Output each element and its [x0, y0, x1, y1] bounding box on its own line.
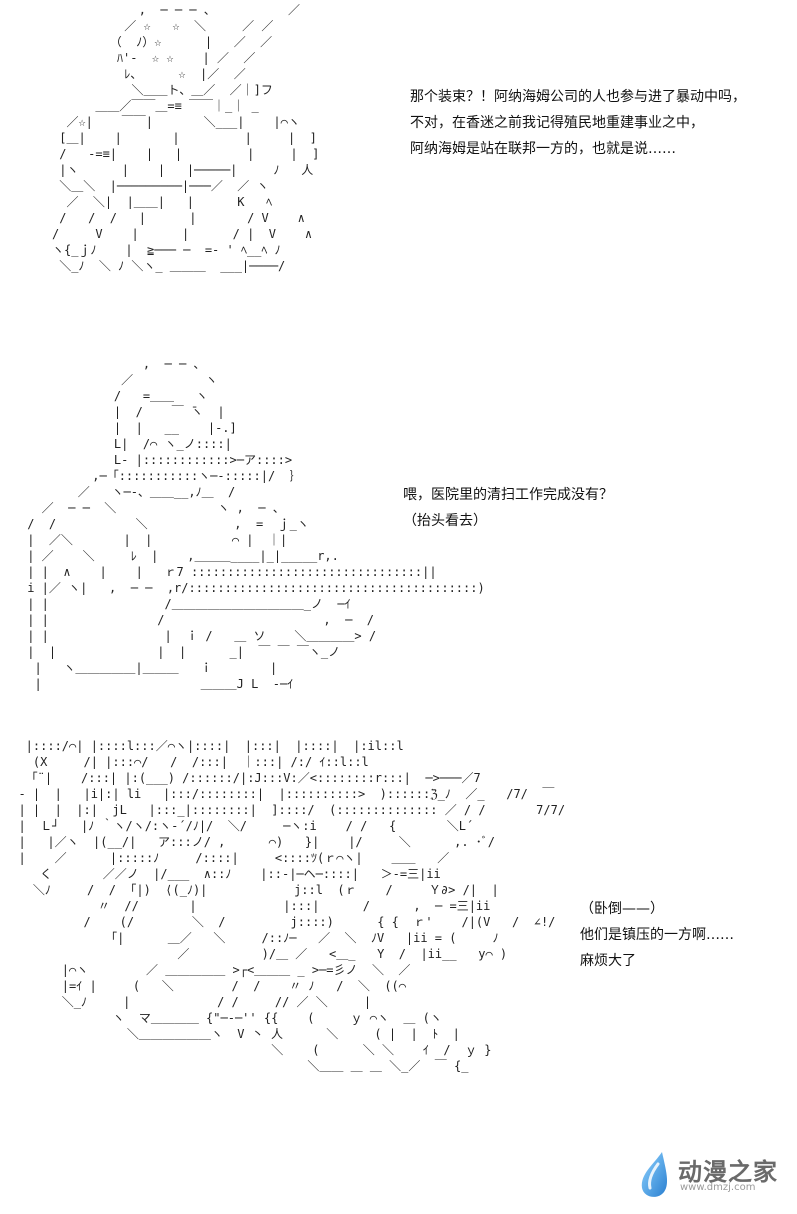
dialog-line: 阿纳海姆是站在联邦一方的，也就是说…… — [410, 141, 676, 157]
watermark-title: 动漫之家 — [678, 1158, 778, 1186]
ascii-art-prone-soldier: |::::/⌒| |::::l:::／⌒ヽ|::::| |:::| |::::|… — [18, 739, 566, 1073]
panel-2: , ─ ─ 、 ／ ヽ / =＿＿ ヽ | / ￣ ̄ヽ | | | __ |-… — [0, 340, 797, 700]
dialog-line: （卧倒——） — [580, 901, 664, 917]
dialog-line: 他们是镇压的一方啊…… — [580, 927, 734, 943]
ascii-art-soldier-with-rifle: , ─ ─ 、 ／ ヽ / =＿＿ ヽ | / ￣ ̄ヽ | | | __ |-… — [27, 357, 485, 691]
water-drop-icon — [641, 1152, 668, 1197]
dialog-line: 不对，在香迷之前我记得殖民地重建事业之中， — [410, 115, 704, 131]
watermark-logo: 动漫之家 www.dmzj.com — [636, 1146, 786, 1202]
dialog-line: 那个装束？！阿纳海姆公司的人也参与进了暴动中吗， — [410, 89, 746, 105]
ascii-art-officer: , ─ ─ ─ 、 ／ ／ ☆ ☆ ＼ ／ ／ （ ﾉ）☆ | ／ ／ ﾊ'‐ … — [52, 3, 320, 273]
watermark-url: www.dmzj.com — [680, 1182, 756, 1193]
dialog-box-3: （卧倒——） 他们是镇压的一方啊…… 麻烦大了 — [580, 896, 734, 974]
dialog-box-2: 喂，医院里的清扫工作完成没有？ （抬头看去） — [403, 482, 613, 534]
dialog-line: 麻烦大了 — [580, 953, 636, 969]
dialog-line: （抬头看去） — [403, 513, 487, 529]
dialog-line: 喂，医院里的清扫工作完成没有？ — [403, 487, 613, 503]
panel-3: |::::/⌒| |::::l:::／⌒ヽ|::::| |:::| |::::|… — [0, 720, 797, 1140]
panel-1: , ─ ─ ─ 、 ／ ／ ☆ ☆ ＼ ／ ／ （ ﾉ）☆ | ／ ／ ﾊ'‐ … — [0, 0, 797, 330]
dialog-box-1: 那个装束？！阿纳海姆公司的人也参与进了暴动中吗， 不对，在香迷之前我记得殖民地重… — [410, 84, 746, 162]
